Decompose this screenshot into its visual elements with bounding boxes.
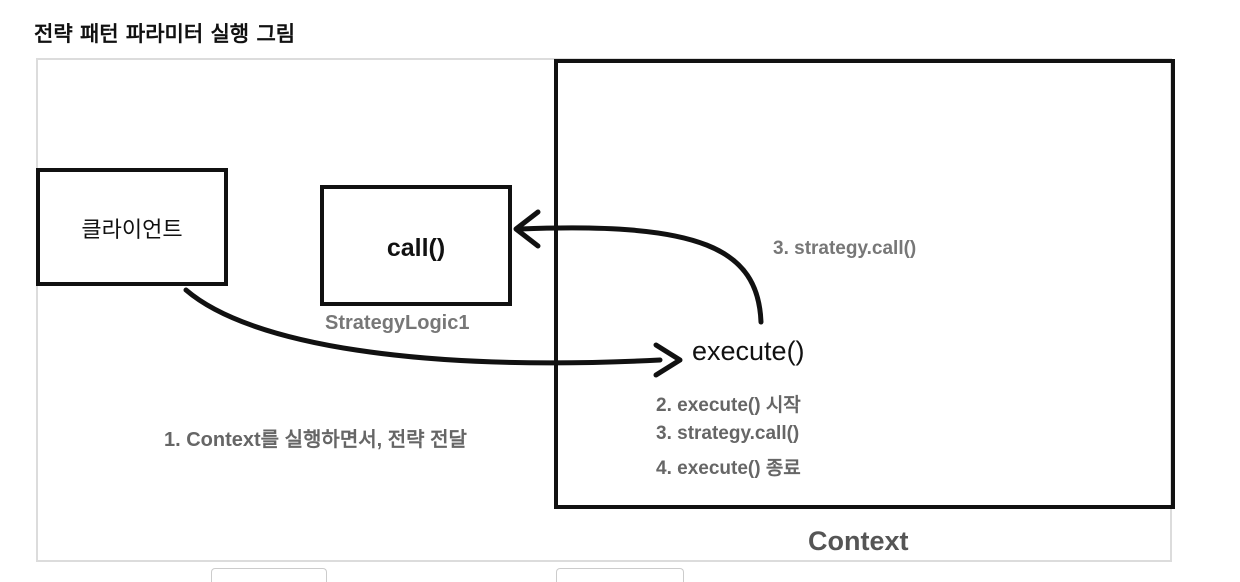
execute-method-label: execute() <box>692 336 805 366</box>
bottom-tab-right <box>556 568 684 582</box>
bottom-tab-left <box>211 568 327 582</box>
context-step-start: 2. execute() 시작 <box>656 395 801 416</box>
client-box: 클라이언트 <box>36 168 228 286</box>
context-step-end: 4. execute() 종료 <box>656 458 801 479</box>
strategy-method-label: call() <box>386 234 446 262</box>
page-title: 전략 패턴 파라미터 실행 그림 <box>34 22 296 46</box>
client-step-label: 1. Context를 실행하면서, 전략 전달 <box>164 429 467 451</box>
client-to-execute-arrow <box>183 287 663 366</box>
context-name-label: Context <box>808 526 909 556</box>
execute-to-call-arrow <box>517 225 764 325</box>
client-to-execute-arrowhead <box>653 342 683 378</box>
context-step-call: 3. strategy.call() <box>656 423 800 444</box>
execute-to-call-arrowhead <box>513 209 541 249</box>
context-box <box>554 59 1175 509</box>
strategy-call-step-label: 3. strategy.call() <box>773 238 917 259</box>
client-label: 클라이언트 <box>81 218 183 243</box>
strategy-box: call() <box>320 185 512 306</box>
strategy-name-label: StrategyLogic1 <box>325 312 470 334</box>
